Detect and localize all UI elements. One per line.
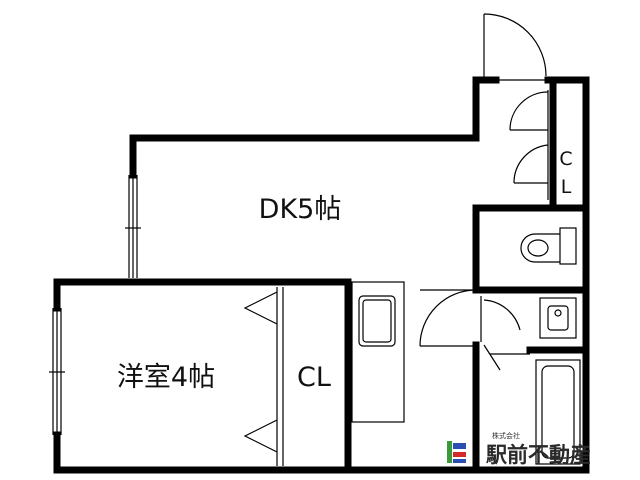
walls	[53, 76, 590, 474]
company-small-text: 株式会社	[492, 431, 520, 440]
company-name: 駅前不動産	[486, 443, 591, 467]
washroom-door	[419, 289, 521, 371]
small-closet-doors	[509, 90, 549, 200]
washbasin	[539, 297, 577, 339]
western-room-label: 洋室4帖	[117, 362, 215, 393]
company-logo: 株式会社 駅前不動産	[447, 431, 591, 467]
closet-label: CL	[297, 362, 331, 393]
toilet	[520, 227, 577, 265]
entrance-door	[483, 13, 548, 81]
logo-mark-blue	[453, 443, 466, 449]
dk-room-label: DK5帖	[259, 194, 342, 225]
closet-western	[243, 287, 284, 466]
bathtub	[490, 353, 581, 465]
small-closet-label-top: C	[559, 148, 572, 170]
logo-mark-red	[453, 452, 466, 457]
logo-mark-blue-2	[453, 459, 466, 463]
logo-mark-green	[447, 441, 452, 463]
windows	[49, 175, 141, 435]
kitchen-counter	[351, 281, 405, 423]
small-closet-label-bottom: L	[561, 176, 572, 198]
